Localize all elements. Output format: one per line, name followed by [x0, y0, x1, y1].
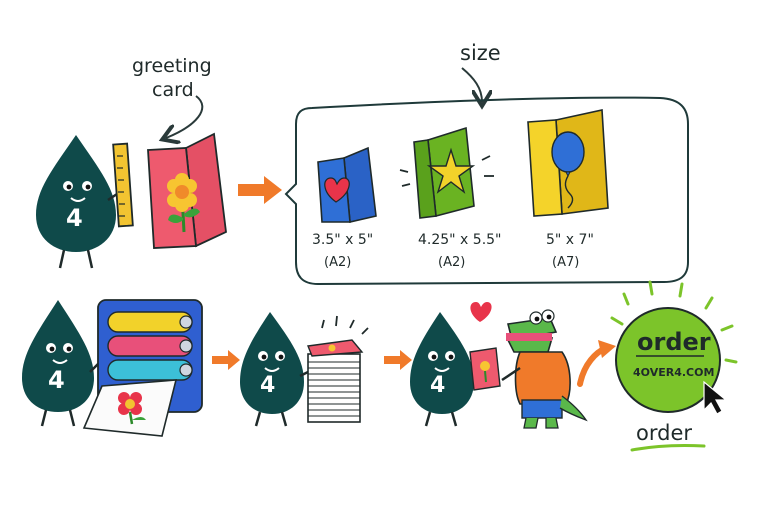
mascot-with-ruler: 4: [36, 135, 134, 269]
size-small-dims: 3.5" x 5": [312, 232, 373, 248]
mascot-at-printer: 4: [22, 300, 105, 427]
order-caption: order: [636, 421, 692, 445]
mascot-number: 4: [66, 204, 83, 232]
greeting-card-label-line2: card: [152, 79, 194, 101]
size-medium-dims: 4.25" x 5.5": [418, 232, 502, 248]
size-large-code: (A7): [552, 255, 579, 270]
mascot-with-card-stack: 4: [240, 312, 313, 427]
size-card-medium: [399, 126, 494, 219]
order-caption-underline: [630, 444, 706, 452]
greeting-card: [147, 132, 227, 249]
size-small-code: (A2): [324, 255, 351, 270]
star-icon: [426, 147, 476, 194]
ruler-icon: [112, 142, 134, 228]
mascot-number-stack: 4: [260, 373, 275, 398]
arrow-to-order-head: [598, 340, 616, 358]
size-large-dims: 5" x 7": [546, 232, 594, 248]
size-panel-frame: [284, 96, 689, 286]
printer-machine: [82, 299, 203, 437]
size-card-small: [317, 146, 377, 223]
arrow-stack-to-delivery: [384, 350, 412, 370]
card-stack: [307, 315, 369, 423]
greeting-card-label-line1: greeting: [132, 55, 212, 77]
arrow-printer-to-stack: [212, 350, 240, 370]
mascot-number-delivery: 4: [430, 373, 445, 398]
greeting-card-pointer-arrow: [166, 95, 204, 138]
heart-icon-small: [470, 302, 492, 322]
printed-flower-icon: [118, 392, 146, 425]
mascot-handing-card: 4: [410, 302, 501, 427]
flower-icon: [167, 173, 200, 233]
cursor-icon: [703, 380, 728, 415]
order-badge-site: 4OVER4.COM: [633, 366, 714, 379]
mascot-number-printer: 4: [48, 366, 65, 394]
heart-icon: [324, 177, 350, 203]
order-badge-word: order: [637, 328, 711, 356]
size-card-large: [527, 109, 609, 217]
order-badge[interactable]: order 4OVER4.COM: [610, 280, 738, 415]
arrow-to-sizes: [238, 176, 282, 204]
size-pointer-arrow: [461, 67, 482, 102]
size-heading: size: [460, 41, 501, 65]
balloon-icon: [551, 131, 585, 209]
crocodile-character: [501, 309, 588, 429]
size-medium-code: (A2): [438, 255, 465, 270]
